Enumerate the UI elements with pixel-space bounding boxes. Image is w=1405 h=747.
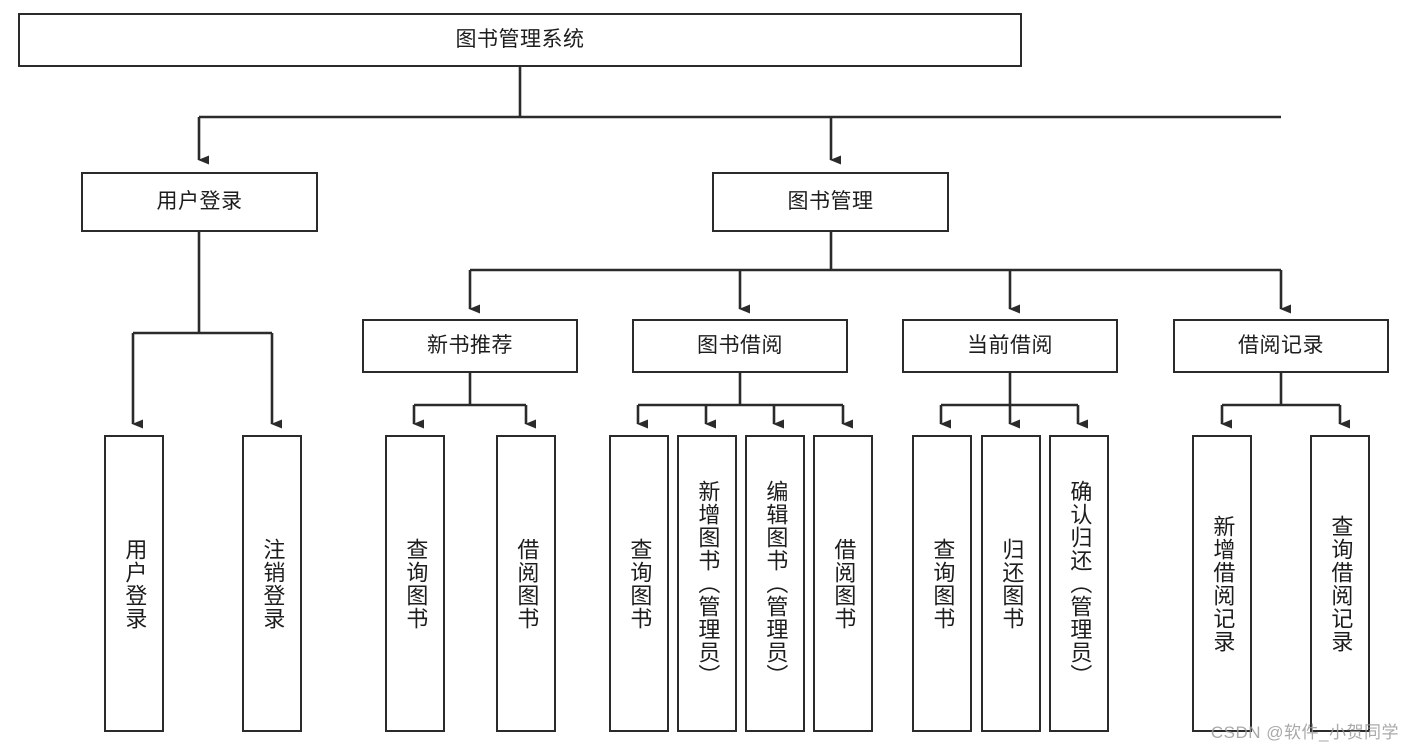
node-label: 图书借阅 bbox=[697, 334, 783, 358]
node-label: 用户登录 bbox=[122, 537, 148, 630]
node-label: 图书管理 bbox=[787, 190, 874, 214]
node-label: 确认归还（管理员） bbox=[1067, 480, 1093, 687]
node-label: 新增图书（管理员） bbox=[695, 480, 721, 687]
node-borrow-record[interactable]: 借阅记录 bbox=[1173, 319, 1389, 373]
node-label: 归还图书 bbox=[999, 537, 1025, 630]
csdn-watermark: CSDN @软件_小贺同学 bbox=[1210, 723, 1399, 742]
node-label: 借阅图书 bbox=[831, 537, 857, 630]
node-label: 借阅记录 bbox=[1238, 334, 1324, 358]
leaf-logout[interactable]: 注销登录 bbox=[242, 435, 302, 732]
leaf-borrow-query-book[interactable]: 查询图书 bbox=[609, 435, 669, 732]
leaf-current-query-book[interactable]: 查询图书 bbox=[912, 435, 972, 732]
leaf-borrow-borrow-book[interactable]: 借阅图书 bbox=[813, 435, 873, 732]
node-book-borrow[interactable]: 图书借阅 bbox=[632, 319, 848, 373]
node-label: 查询借阅记录 bbox=[1328, 514, 1354, 653]
node-label: 借阅图书 bbox=[514, 537, 540, 630]
node-root-book-management-system[interactable]: 图书管理系统 bbox=[18, 13, 1022, 67]
leaf-record-add-borrow-record[interactable]: 新增借阅记录 bbox=[1192, 435, 1252, 732]
node-new-book-recommend[interactable]: 新书推荐 bbox=[362, 319, 578, 373]
leaf-user-login[interactable]: 用户登录 bbox=[104, 435, 164, 732]
node-label: 图书管理系统 bbox=[455, 28, 585, 52]
node-label: 当前借阅 bbox=[967, 334, 1053, 358]
node-label: 查询图书 bbox=[403, 537, 429, 630]
leaf-borrow-edit-book-admin[interactable]: 编辑图书（管理员） bbox=[745, 435, 805, 732]
node-label: 查询图书 bbox=[930, 537, 956, 630]
node-label: 新书推荐 bbox=[427, 334, 513, 358]
leaf-new-book-query-book[interactable]: 查询图书 bbox=[385, 435, 445, 732]
node-current-borrow[interactable]: 当前借阅 bbox=[902, 319, 1118, 373]
leaf-record-query-borrow-record[interactable]: 查询借阅记录 bbox=[1310, 435, 1370, 732]
node-label: 注销登录 bbox=[260, 537, 286, 630]
node-label: 新增借阅记录 bbox=[1210, 514, 1236, 653]
node-book-management[interactable]: 图书管理 bbox=[712, 172, 949, 232]
leaf-current-return-book[interactable]: 归还图书 bbox=[981, 435, 1041, 732]
node-label: 编辑图书（管理员） bbox=[763, 480, 789, 687]
node-label: 用户登录 bbox=[156, 190, 243, 214]
leaf-current-confirm-return-admin[interactable]: 确认归还（管理员） bbox=[1049, 435, 1109, 732]
node-user-login[interactable]: 用户登录 bbox=[81, 172, 318, 232]
node-label: 查询图书 bbox=[627, 537, 653, 630]
leaf-borrow-add-book-admin[interactable]: 新增图书（管理员） bbox=[677, 435, 737, 732]
leaf-new-book-borrow-book[interactable]: 借阅图书 bbox=[496, 435, 556, 732]
